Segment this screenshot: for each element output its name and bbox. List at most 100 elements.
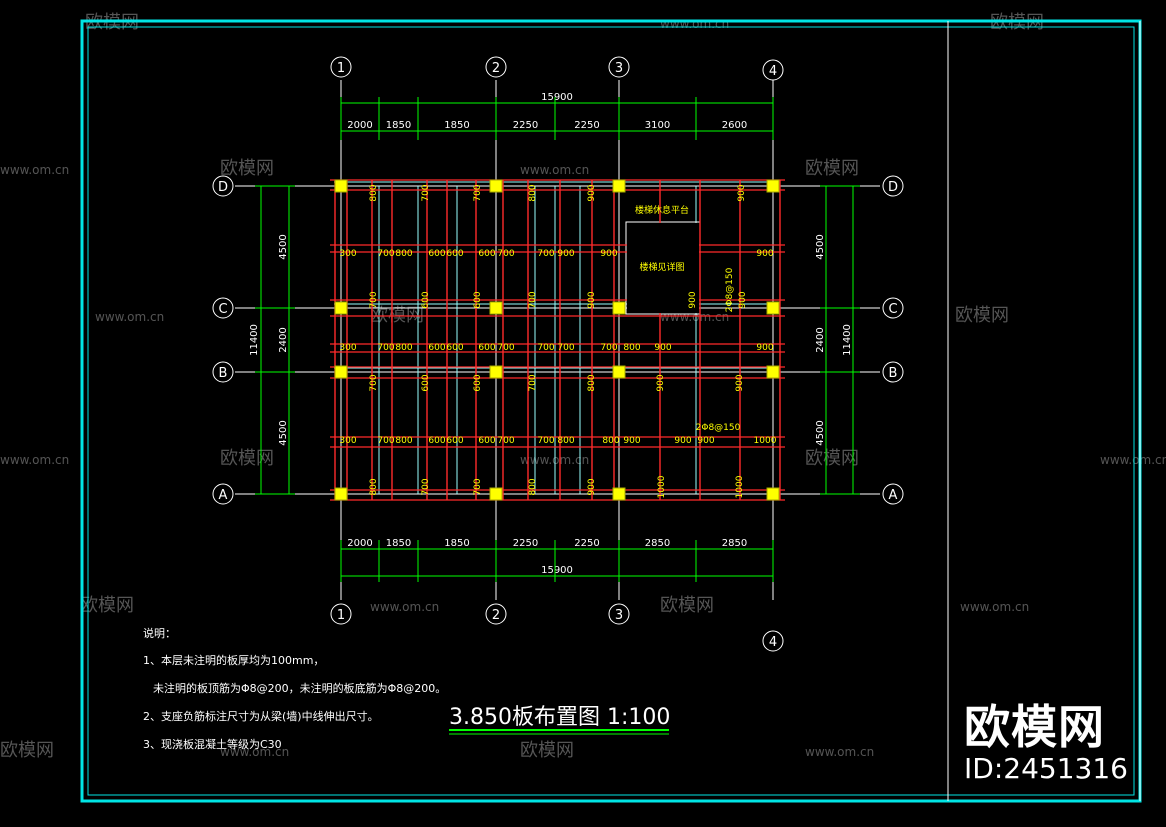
dim-right-segment: 4500: [815, 234, 826, 259]
watermark-text: www.om.cn: [220, 745, 289, 759]
dim-top-segment: 2000: [347, 120, 372, 131]
rebar-label: 900: [735, 374, 745, 391]
rebar-label: 700: [473, 478, 483, 495]
dim-left-segment: 4500: [278, 234, 289, 259]
axis-bubble-4: [762, 59, 784, 81]
rebar-label: 800: [369, 478, 379, 495]
axis-label-B: B: [219, 366, 228, 381]
rebar-label: 900: [756, 343, 773, 353]
rebar-label: 900: [654, 343, 671, 353]
watermark-text: www.om.cn: [1100, 453, 1166, 467]
dim-left-segment: 2400: [278, 327, 289, 352]
rebar-label: 900: [587, 184, 597, 201]
rebar-label: 楼梯见详图: [639, 261, 684, 273]
rebar-label: 800: [395, 343, 412, 353]
axis-label-A: A: [889, 488, 898, 503]
axis-label-C: C: [218, 302, 227, 317]
watermark-text: 欧模网: [520, 740, 574, 761]
rebar-label: 700: [421, 184, 431, 201]
rebar-label: 1000: [657, 475, 667, 498]
column: [766, 487, 780, 501]
rebar-label: 300: [339, 343, 356, 353]
axis-label-4: 4: [769, 64, 777, 79]
rebar-label: 700: [600, 343, 617, 353]
column: [489, 487, 503, 501]
columns: [334, 179, 780, 501]
rebar-label: 800: [528, 184, 538, 201]
rebar-label: 800: [602, 436, 619, 446]
watermark-text: 欧模网: [805, 448, 859, 469]
watermark-text: www.om.cn: [95, 310, 164, 324]
rebar-label: 700: [528, 374, 538, 391]
watermark-text: www.om.cn: [0, 163, 69, 177]
rebar-label: 700: [377, 249, 394, 259]
axis-label-C: C: [888, 302, 897, 317]
rebar-label: 800: [395, 436, 412, 446]
dim-bottom-segment: 1850: [444, 538, 469, 549]
drawing-title: 3.850板布置图 1:100: [449, 705, 670, 730]
column: [334, 301, 348, 315]
axis-label-3: 3: [615, 608, 623, 623]
watermark-text: www.om.cn: [960, 600, 1029, 614]
dim-top-segment: 1850: [444, 120, 469, 131]
rebar-label: 2Φ8@150: [725, 267, 735, 312]
column: [612, 365, 626, 379]
rebar-label: 600: [446, 343, 463, 353]
rebar-label: 900: [557, 249, 574, 259]
rebar-label: 900: [737, 184, 747, 201]
watermark-text: 欧模网: [80, 595, 134, 616]
axis-bubble-4: [762, 630, 784, 652]
rebar-label: 600: [478, 249, 495, 259]
rebar-label: 700: [497, 436, 514, 446]
rebar-label: 300: [339, 249, 356, 259]
rebar-label: 800: [369, 184, 379, 201]
watermark-id: ID:2451316: [964, 752, 1128, 785]
dim-top-segment: 2250: [574, 120, 599, 131]
beam-rebar-marks: [330, 179, 785, 501]
rebar-label: 900: [756, 249, 773, 259]
axis-bubble-C: [212, 297, 234, 319]
axis-bubble-2: [485, 56, 507, 78]
dim-bottom-segment: 2000: [347, 538, 372, 549]
watermark-text: 欧模网: [220, 448, 274, 469]
column: [766, 179, 780, 193]
column: [489, 365, 503, 379]
watermark-text: www.om.cn: [0, 453, 69, 467]
axis-label-1: 1: [337, 61, 345, 76]
rebar-label: 700: [497, 343, 514, 353]
rebar-label: 1000: [754, 436, 777, 446]
watermark-text: www.om.cn: [805, 745, 874, 759]
watermark-text: 欧模网: [955, 305, 1009, 326]
rebar-label: 600: [421, 374, 431, 391]
axis-bubble-A: [882, 483, 904, 505]
dim-right-segment: 4500: [815, 420, 826, 445]
rebar-label: 700: [421, 478, 431, 495]
watermark-text: www.om.cn: [520, 163, 589, 177]
column: [334, 487, 348, 501]
dim-left-segment: 4500: [278, 420, 289, 445]
note-line-1: 1、本层未注明的板厚均为100mm，: [143, 653, 324, 667]
watermark-text: 欧模网: [0, 740, 54, 761]
rebar-label: 700: [557, 343, 574, 353]
rebar-label: 600: [478, 436, 495, 446]
rebar-label: 700: [497, 249, 514, 259]
watermark-text: www.om.cn: [370, 600, 439, 614]
rebar-label: 700: [473, 184, 483, 201]
dim-right-segment: 2400: [815, 327, 826, 352]
axis-label-D: D: [888, 180, 898, 195]
rebar-label: 700: [369, 291, 379, 308]
rebar-label: 900: [688, 291, 698, 308]
notes-heading: 说明：: [143, 626, 176, 640]
rebar-label: 900: [623, 436, 640, 446]
axis-label-4: 4: [769, 635, 777, 650]
column: [612, 301, 626, 315]
rebar-label: 600: [473, 374, 483, 391]
rebar-label: 楼梯休息平台: [635, 204, 689, 216]
rebar-label: 900: [738, 291, 748, 308]
dim-bottom-segment: 2250: [513, 538, 538, 549]
rebar-label: 600: [428, 343, 445, 353]
column: [612, 487, 626, 501]
rebar-label: 600: [446, 436, 463, 446]
